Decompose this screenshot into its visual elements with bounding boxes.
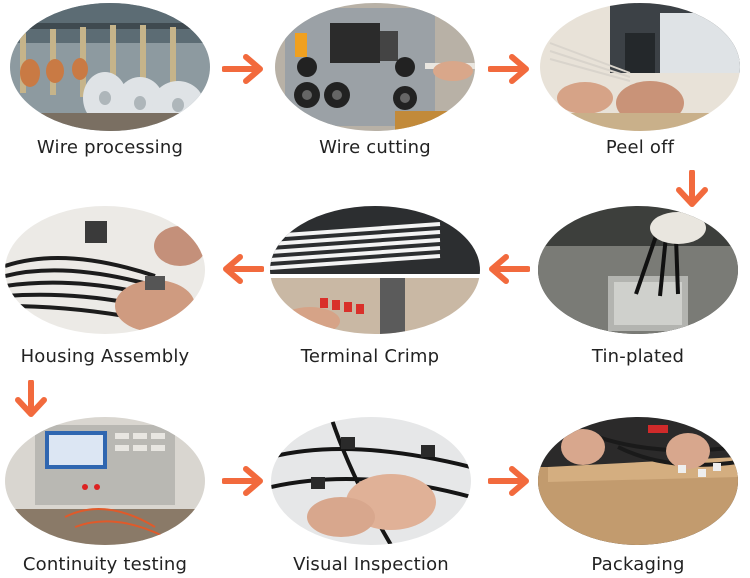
down-arrow-icon <box>14 380 48 418</box>
step-label: Wire processing <box>36 137 184 158</box>
step-label: Continuity testing <box>22 554 188 575</box>
right-arrow-icon <box>488 54 530 84</box>
step-label: Tin-plated <box>591 346 685 367</box>
right-arrow-icon <box>222 54 264 84</box>
right-arrow-icon <box>222 466 264 496</box>
left-arrow-icon <box>222 254 264 284</box>
packaging-photo <box>538 417 738 545</box>
left-arrow-icon <box>488 254 530 284</box>
step-label: Packaging <box>591 554 685 575</box>
cutting-machine-photo <box>275 3 475 131</box>
step-label: Housing Assembly <box>20 346 190 367</box>
right-arrow-icon <box>488 466 530 496</box>
crimp-photo <box>270 206 480 334</box>
step-label: Terminal Crimp <box>300 346 440 367</box>
down-arrow-icon <box>675 170 709 208</box>
stripping-photo <box>540 3 740 131</box>
step-label: Visual Inspection <box>293 554 449 575</box>
tester-photo <box>5 417 205 545</box>
wire-spools-photo <box>10 3 210 131</box>
inspection-photo <box>271 417 471 545</box>
housing-photo <box>5 206 205 334</box>
step-label: Peel off <box>605 137 675 158</box>
step-label: Wire cutting <box>319 137 431 158</box>
tin-pot-photo <box>538 206 738 334</box>
